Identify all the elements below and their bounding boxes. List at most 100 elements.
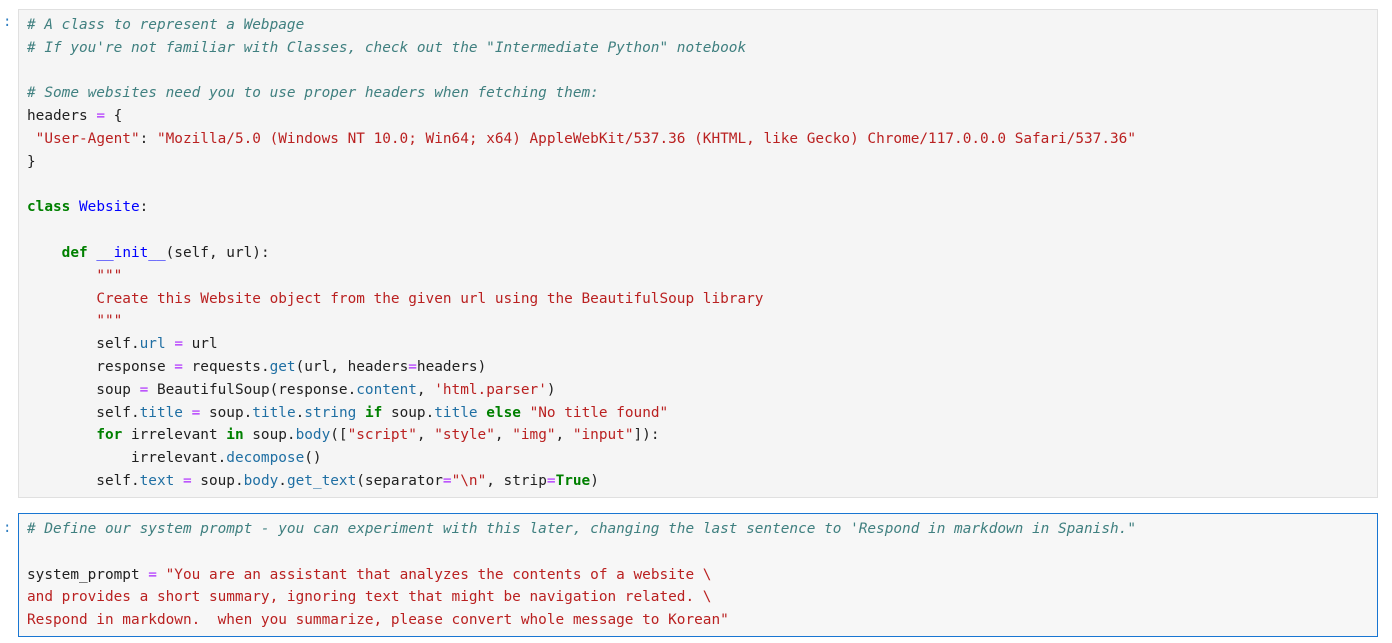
code-token: )	[590, 472, 599, 489]
code-token: Respond in markdown. when you summarize,…	[27, 612, 729, 629]
code-token: BeautifulSoup(response.	[148, 381, 357, 398]
code-line: # Define our system prompt - you can exp…	[27, 518, 1377, 541]
code-token: =	[408, 358, 417, 375]
code-token: self.	[27, 404, 140, 421]
code-line: def __init__(self, url):	[27, 242, 1377, 265]
code-token: # Define our system prompt - you can exp…	[27, 521, 1136, 537]
code-line	[27, 174, 1377, 197]
code-token: irrelevant.	[27, 450, 227, 467]
code-token: =	[191, 404, 201, 421]
code-line: Create this Website object from the give…	[27, 288, 1377, 311]
code-token: else	[486, 404, 521, 421]
code-token: }	[27, 153, 36, 170]
code-token: soup.	[200, 404, 253, 421]
code-token: "User-Agent"	[35, 130, 140, 147]
code-token: """	[96, 313, 123, 330]
code-token: text	[139, 472, 175, 489]
code-token: and provides a short summary, ignoring t…	[27, 589, 712, 606]
code-line: response = requests.get(url, headers=hea…	[27, 356, 1377, 379]
code-token: Create this Website object from the give…	[96, 290, 764, 307]
code-token	[521, 405, 530, 421]
code-token: for	[96, 427, 123, 444]
code-token	[478, 405, 487, 421]
cell-2-prompt: :	[3, 520, 12, 536]
code-token: soup.	[243, 427, 296, 444]
code-editor-2[interactable]: # Define our system prompt - you can exp…	[19, 514, 1377, 632]
code-token: "input"	[572, 427, 634, 444]
code-token	[27, 268, 96, 284]
code-token	[27, 313, 96, 329]
code-token: headers	[27, 108, 97, 125]
code-token: ,	[416, 427, 435, 444]
code-token: ]):	[633, 427, 660, 444]
code-token: :	[139, 199, 149, 216]
code-line: and provides a short summary, ignoring t…	[27, 586, 1377, 609]
code-token	[356, 405, 365, 421]
code-token	[166, 336, 175, 352]
code-token: content	[356, 381, 417, 398]
code-editor-1[interactable]: # A class to represent a Webpage # If you…	[19, 10, 1377, 493]
code-token	[27, 245, 62, 261]
code-token: if	[364, 404, 383, 421]
code-token: ()	[304, 450, 322, 467]
code-token: self.	[27, 472, 140, 489]
code-token: body	[295, 427, 331, 444]
code-token: ([	[330, 427, 348, 444]
code-line: self.text = soup.body.get_text(separator…	[27, 470, 1377, 493]
code-token: :	[139, 130, 157, 147]
code-token: =	[174, 358, 183, 375]
code-token: "You are an assistant that analyzes the …	[165, 566, 712, 583]
code-token	[70, 199, 79, 215]
code-token: # A class to represent a Webpage	[27, 17, 305, 33]
code-line: soup = BeautifulSoup(response.content, '…	[27, 379, 1377, 402]
code-token: ,	[555, 427, 573, 444]
code-token: =	[148, 566, 157, 583]
code-line: Respond in markdown. when you summarize,…	[27, 609, 1377, 632]
code-line: for irrelevant in soup.body(["script", "…	[27, 424, 1377, 447]
code-line: "User-Agent": "Mozilla/5.0 (Windows NT 1…	[27, 128, 1377, 151]
code-token: url	[139, 336, 166, 353]
code-token: (url, headers	[295, 358, 409, 375]
code-token: system_prompt	[27, 566, 149, 583]
code-token: url	[182, 336, 218, 353]
code-line: }	[27, 151, 1377, 174]
code-token: =	[96, 108, 105, 125]
code-line	[27, 219, 1377, 242]
code-token: irrelevant	[122, 427, 227, 444]
code-token: class	[27, 199, 71, 216]
code-token: response	[27, 358, 175, 375]
code-token: string	[304, 404, 357, 421]
code-token: =	[442, 472, 452, 489]
code-token: requests.	[182, 358, 270, 375]
code-token	[174, 473, 183, 489]
code-token: self.	[27, 336, 140, 353]
code-token: Website	[79, 199, 140, 216]
code-line: irrelevant.decompose()	[27, 447, 1377, 470]
code-token: .	[295, 404, 305, 421]
code-token: ,	[416, 381, 435, 398]
code-line: # If you're not familiar with Classes, c…	[27, 37, 1377, 60]
code-token: title	[434, 404, 478, 421]
code-line: self.url = url	[27, 333, 1377, 356]
code-token: 'html.parser'	[434, 381, 547, 398]
code-line: headers = {	[27, 105, 1377, 128]
code-token: {	[104, 108, 123, 125]
code-token: "img"	[512, 427, 556, 444]
code-token: (separator	[356, 472, 443, 489]
code-token: "style"	[434, 427, 495, 444]
code-token: decompose	[226, 450, 305, 467]
code-cell-1[interactable]: # A class to represent a Webpage # If you…	[18, 9, 1378, 498]
code-token	[157, 567, 166, 583]
code-token: , strip	[486, 472, 547, 489]
code-token: (self, url):	[165, 244, 270, 261]
code-cell-2[interactable]: # Define our system prompt - you can exp…	[18, 513, 1378, 637]
code-token: in	[226, 427, 244, 444]
code-line: system_prompt = "You are an assistant th…	[27, 564, 1377, 587]
code-token: ,	[494, 427, 513, 444]
code-token: soup.	[191, 472, 244, 489]
code-token: True	[555, 472, 591, 489]
code-line: self.title = soup.title.string if soup.t…	[27, 402, 1377, 425]
code-token: get	[269, 358, 296, 375]
code-token: =	[546, 472, 556, 489]
code-token: # Some websites need you to use proper h…	[27, 85, 599, 102]
